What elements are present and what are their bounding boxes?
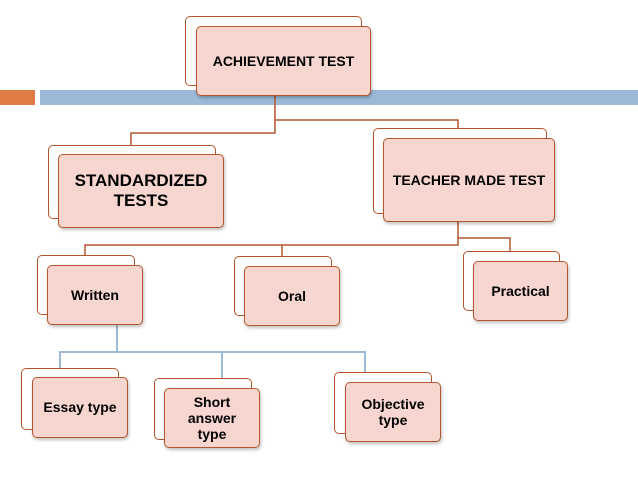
node-essay-type-label: Essay type — [32, 377, 128, 438]
decorative-bar-accent — [0, 90, 35, 105]
connector-to-objective — [117, 351, 366, 380]
node-objective-type-label: Objective type — [345, 382, 441, 442]
decorative-bar-main — [40, 90, 638, 105]
node-achievement-test-label: ACHIEVEMENT TEST — [196, 26, 371, 96]
node-teacher-made-test-label: TEACHER MADE TEST — [383, 138, 555, 222]
node-oral-label: Oral — [244, 266, 340, 326]
connector-achievement-to-level2 — [130, 96, 276, 153]
connector-written-to-types — [59, 325, 118, 377]
node-short-answer-type-label: Short answer type — [164, 388, 260, 448]
node-written-label: Written — [47, 265, 143, 325]
node-practical-label: Practical — [473, 261, 568, 321]
node-standardized-tests-label: STANDARDIZED TESTS — [58, 154, 224, 228]
